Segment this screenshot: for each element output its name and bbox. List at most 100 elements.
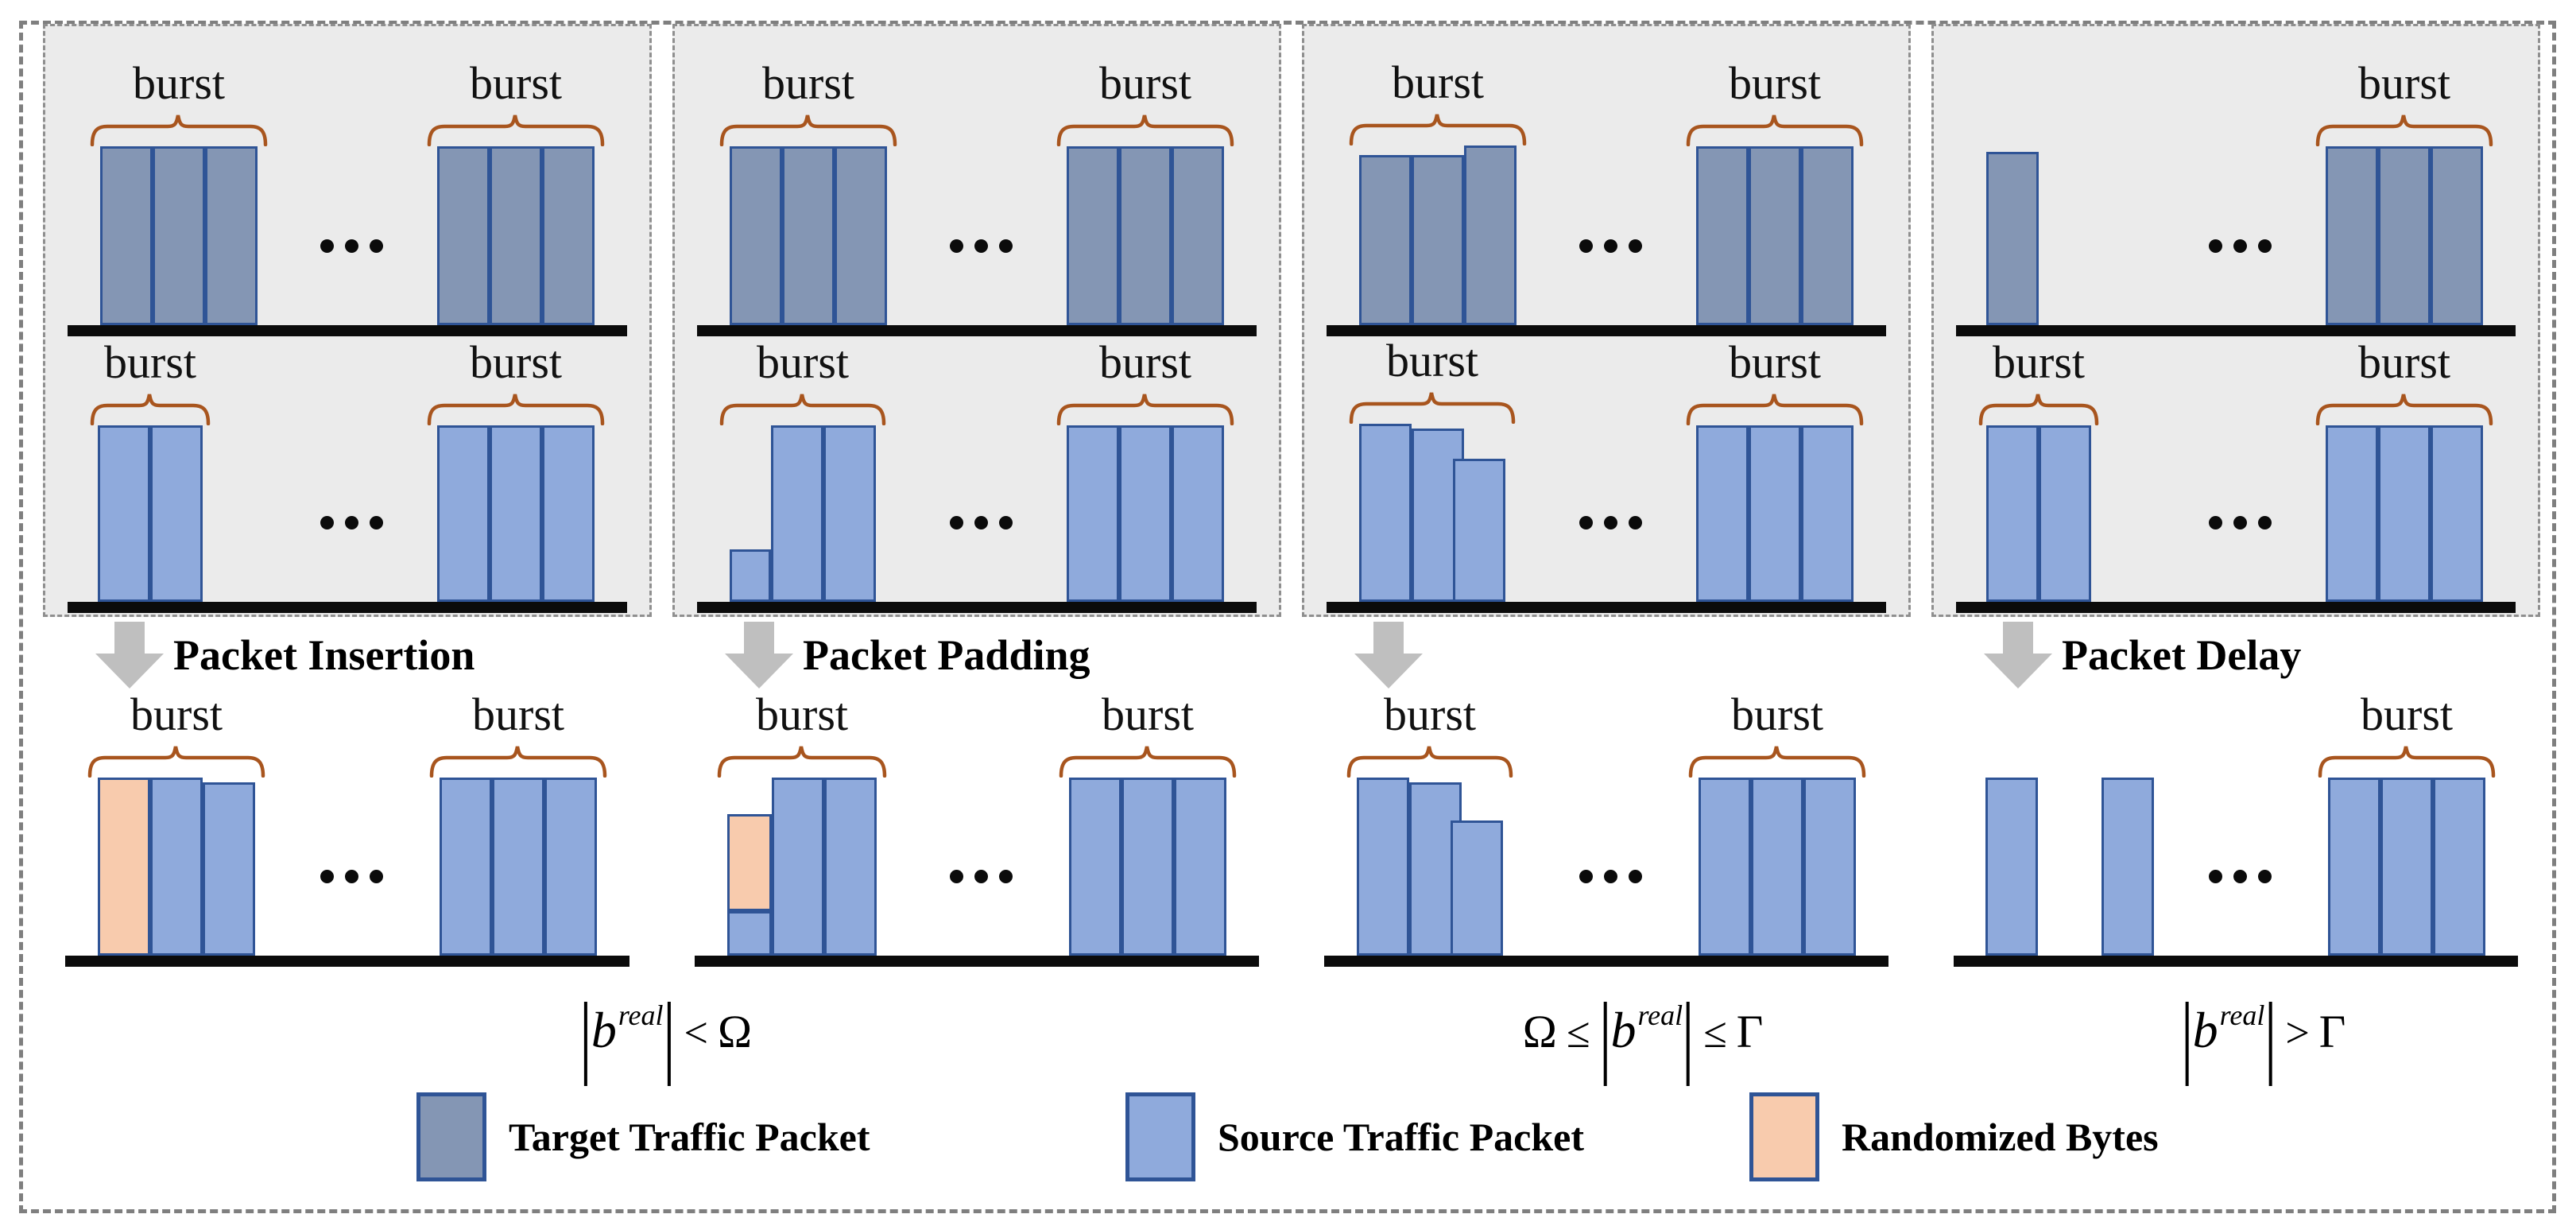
source-packet	[1699, 778, 1751, 956]
ellipsis-dot	[1628, 870, 1642, 883]
ellipsis	[320, 516, 383, 529]
formula-token: ≤	[1703, 1009, 1727, 1057]
packets-row	[98, 425, 203, 602]
ellipsis-dot	[344, 516, 358, 529]
target-packet	[100, 146, 153, 325]
burst-group: burst	[1346, 692, 1513, 956]
burst-group	[1986, 152, 2039, 325]
burst-label: burst	[762, 57, 854, 109]
burst-brace-icon	[1059, 746, 1237, 778]
source-packet	[1359, 424, 1412, 602]
packets-row	[1696, 146, 1854, 325]
target-packet	[437, 146, 490, 325]
abs-bar-icon	[667, 1002, 671, 1087]
source-packet	[1749, 425, 1801, 602]
timeline-axis	[1324, 956, 1888, 967]
timeline-axis	[1954, 956, 2518, 967]
burst-label: burst	[2358, 57, 2450, 109]
legend-item-2: Source Traffic Packet	[1125, 1092, 1584, 1181]
burst-brace-icon	[717, 746, 887, 778]
burst-group: burst	[717, 692, 887, 956]
timeline-axis	[1327, 602, 1886, 613]
ellipsis	[1579, 239, 1642, 253]
formula-token: >	[2285, 1009, 2310, 1057]
source-packet	[1985, 778, 2038, 956]
formula-3: breal>Γ	[2182, 986, 2346, 1088]
ellipsis-dot	[1603, 516, 1617, 529]
ellipsis-dot	[1603, 239, 1617, 253]
abs-bar-icon	[583, 1002, 587, 1087]
packets-row	[2101, 778, 2154, 956]
arrow-head	[1984, 654, 2052, 689]
target-timeline: burst	[1934, 60, 2538, 336]
packets-row	[100, 146, 258, 325]
ellipsis-dot	[1628, 239, 1642, 253]
source-packet	[1751, 778, 1803, 956]
target-packet	[1119, 146, 1172, 325]
ellipsis	[949, 516, 1013, 529]
source-packet	[542, 425, 595, 602]
source-packet	[437, 425, 490, 602]
source-packet	[1451, 820, 1503, 956]
burst-brace-icon	[87, 746, 265, 778]
legend-item-1: Target Traffic Packet	[416, 1092, 870, 1181]
source-packet	[2380, 778, 2433, 956]
ellipsis-dot	[1628, 516, 1642, 529]
burst-group: burst	[1686, 339, 1864, 602]
target-packet	[2326, 146, 2378, 325]
burst-group: burst	[1686, 60, 1864, 325]
source-packet	[1357, 778, 1409, 956]
burst-group: burst	[719, 339, 886, 602]
source-packet	[1069, 778, 1121, 956]
burst-label: burst	[2361, 689, 2453, 740]
target-packet	[490, 146, 542, 325]
target-packet	[835, 146, 887, 325]
packets-row	[727, 778, 877, 956]
burst-group: burst	[429, 692, 607, 956]
ellipsis-dot	[2257, 239, 2272, 253]
burst-group: burst	[1059, 692, 1237, 956]
abs-bar-icon	[1603, 1002, 1607, 1087]
target-packet	[1696, 146, 1749, 325]
source-packet	[1986, 425, 2039, 602]
burst-brace-icon	[719, 114, 897, 146]
arrow-shaft	[114, 622, 145, 654]
burst-label: burst	[104, 336, 196, 388]
result-timeline: burst burst	[672, 692, 1281, 967]
target-packet	[153, 146, 205, 325]
burst-brace-icon	[1346, 746, 1513, 778]
formula-token: b	[591, 1002, 617, 1058]
packets-row	[1986, 152, 2039, 325]
timeline-axis	[1956, 325, 2516, 336]
source-packet	[730, 549, 771, 602]
source-timeline: burst burst	[45, 339, 649, 613]
ellipsis-dot	[369, 870, 383, 883]
source-packet	[2431, 425, 2483, 602]
ellipsis-dot	[320, 516, 334, 529]
formula-2: Ω≤breal≤Γ	[1523, 986, 1763, 1088]
arrow-head	[1354, 654, 1423, 689]
abs-bar-icon	[2185, 1002, 2189, 1087]
abs-bar-icon	[2268, 1002, 2272, 1087]
burst-brace-icon	[2315, 114, 2493, 146]
burst-group: burst	[427, 339, 605, 602]
burst-brace-icon	[1056, 394, 1234, 425]
legend-swatch	[1749, 1092, 1819, 1181]
legend-label: Randomized Bytes	[1842, 1115, 2159, 1159]
source-packet	[544, 778, 597, 956]
target-packet	[1801, 146, 1854, 325]
ellipsis-dot	[2257, 516, 2272, 529]
burst-group: burst	[90, 339, 211, 602]
timeline-content: burst	[1931, 692, 2540, 956]
burst-group: burst	[90, 60, 268, 325]
source-packet	[1696, 425, 1749, 602]
